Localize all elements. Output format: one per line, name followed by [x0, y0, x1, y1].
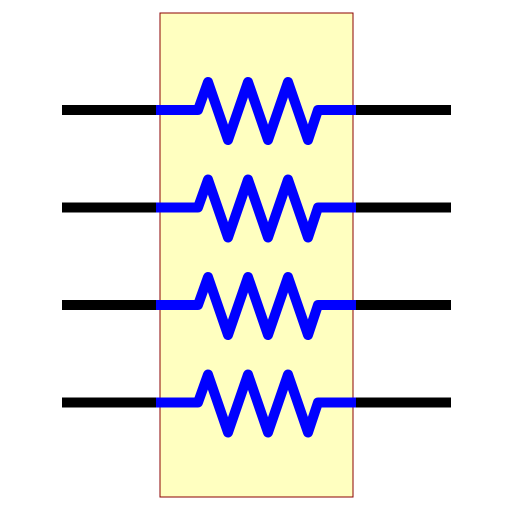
resistor-icon [156, 77, 356, 145]
resistor-array [62, 77, 451, 438]
resistor-1 [62, 77, 451, 145]
resistor-3 [62, 272, 451, 340]
package-body [159, 12, 354, 498]
resistor-2 [62, 174, 451, 243]
resistor-icon [156, 369, 356, 438]
resistor-icon [156, 272, 356, 340]
resistor-icon [156, 174, 356, 243]
resistor-4 [62, 369, 451, 438]
